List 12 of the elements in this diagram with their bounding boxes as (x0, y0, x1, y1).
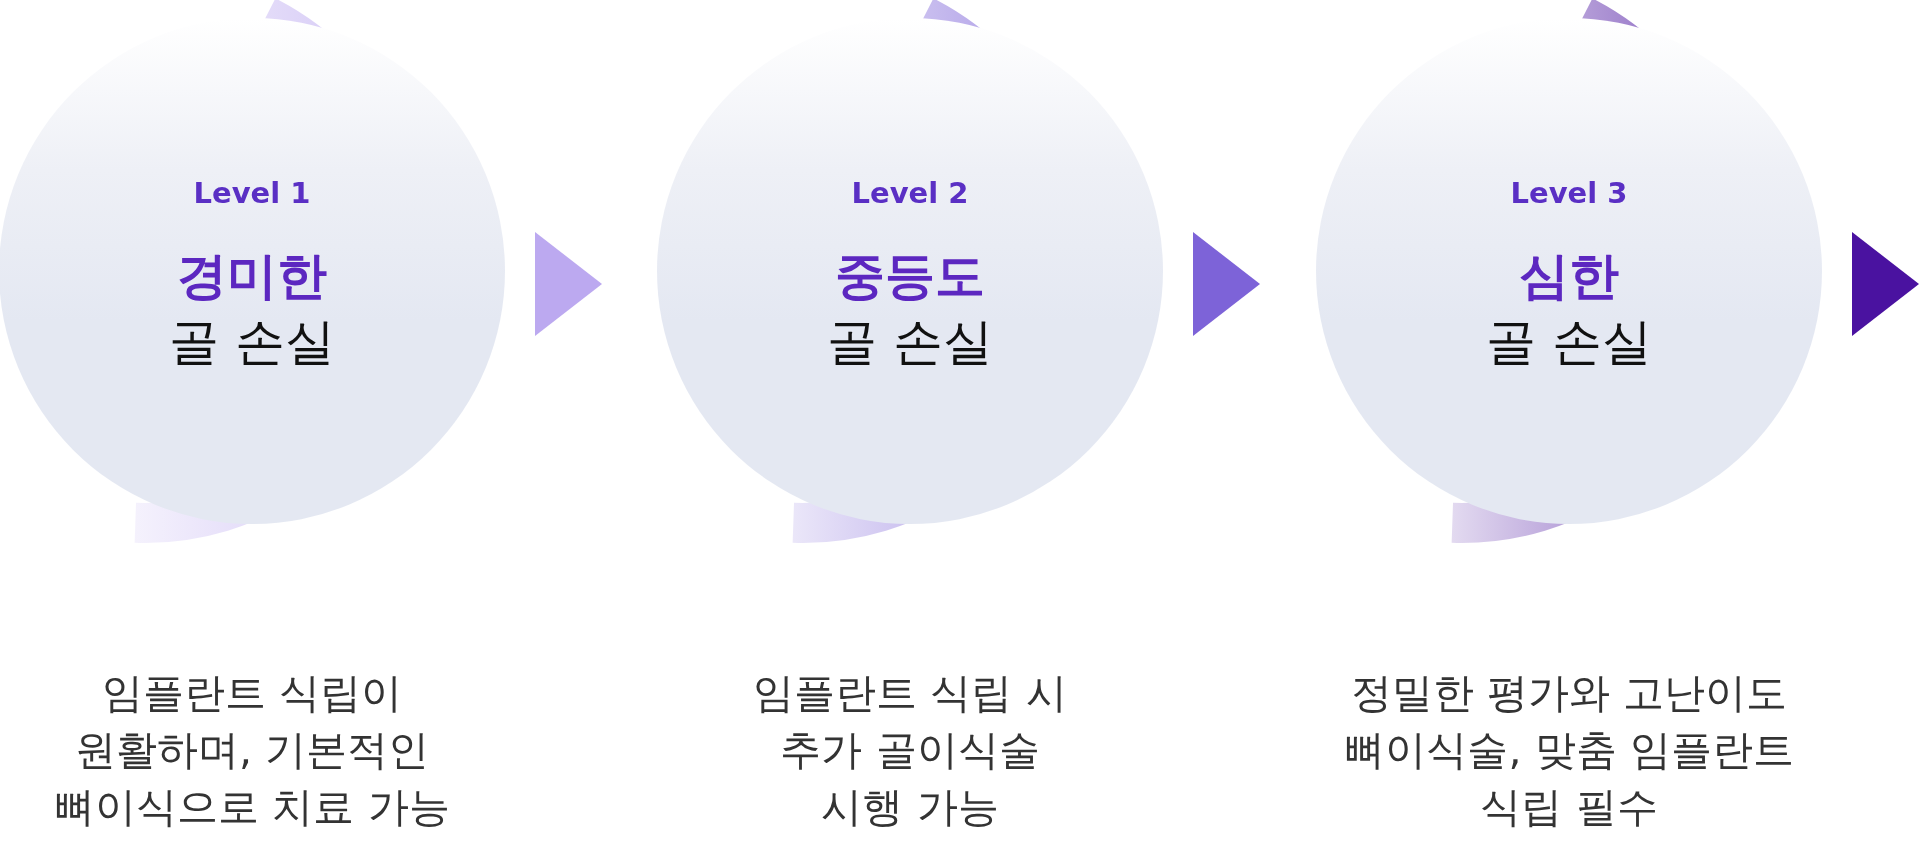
heading-subtitle: 골 손실 (827, 312, 993, 372)
heading-subtitle: 골 손실 (169, 312, 335, 372)
heading-subtitle: 골 손실 (1486, 312, 1652, 372)
level-label: Level 1 (193, 176, 311, 210)
level-label: Level 2 (851, 176, 969, 210)
description-text: 정밀한 평가와 고난이도 뼈이식술, 맞춤 임플란트 식립 필수 (1343, 668, 1795, 833)
severity-heading: 경미한 (177, 246, 327, 306)
severity-heading: 중등도 (835, 246, 985, 306)
description-text: 임플란트 식립이 원활하며, 기본적인 뼈이식으로 치료 가능 (53, 668, 451, 833)
level-label: Level 3 (1510, 176, 1628, 210)
description-text: 임플란트 식립 시 추가 골이식술 시행 가능 (752, 668, 1068, 833)
severity-heading: 심한 (1519, 246, 1619, 306)
